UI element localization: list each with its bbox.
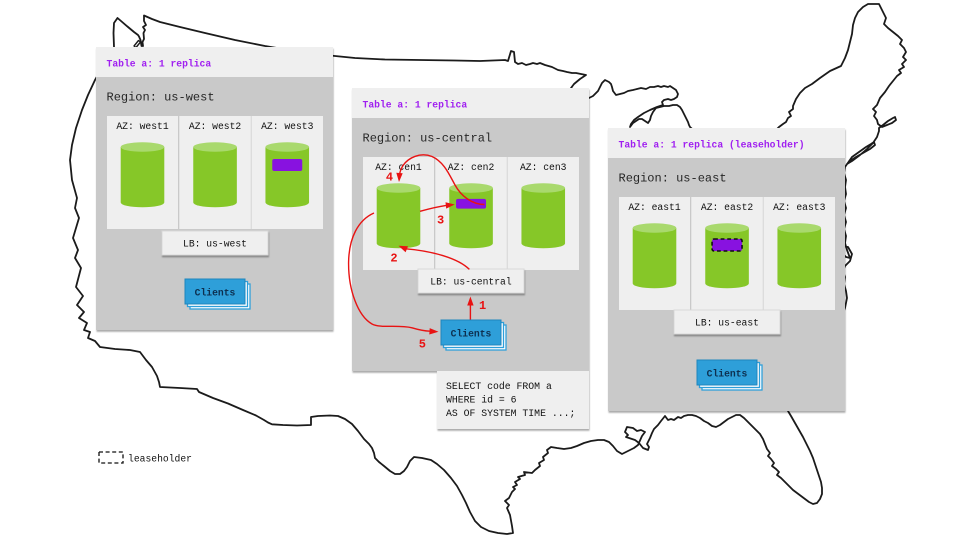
svg-text:WHERE id = 6: WHERE id = 6 [446, 395, 517, 406]
svg-text:AZ: west3: AZ: west3 [261, 121, 314, 132]
svg-text:Table a: 1 replica (leaseholde: Table a: 1 replica (leaseholder) [619, 140, 805, 151]
svg-text:AZ: cen2: AZ: cen2 [448, 162, 495, 173]
svg-text:LB: us-east: LB: us-east [695, 318, 759, 329]
svg-text:AZ: west1: AZ: west1 [116, 121, 169, 132]
svg-text:2: 2 [390, 252, 397, 266]
svg-text:Region: us-central: Region: us-central [363, 132, 493, 146]
svg-text:5: 5 [419, 338, 426, 352]
svg-text:Region: us-east: Region: us-east [619, 172, 727, 186]
svg-text:3: 3 [437, 214, 444, 228]
svg-text:4: 4 [386, 171, 393, 185]
svg-text:AZ: east2: AZ: east2 [701, 202, 754, 213]
svg-text:leaseholder: leaseholder [128, 454, 192, 465]
svg-text:AZ: cen1: AZ: cen1 [375, 162, 422, 173]
svg-text:AZ: east1: AZ: east1 [628, 202, 681, 213]
svg-text:AZ: west2: AZ: west2 [189, 121, 242, 132]
svg-text:Table a: 1 replica: Table a: 1 replica [107, 59, 212, 70]
svg-text:AZ: east3: AZ: east3 [773, 202, 826, 213]
svg-text:Table a: 1 replica: Table a: 1 replica [363, 100, 468, 111]
svg-text:Clients: Clients [707, 369, 748, 380]
svg-text:SELECT code FROM a: SELECT code FROM a [446, 381, 552, 392]
svg-text:Region: us-west: Region: us-west [107, 91, 215, 105]
svg-text:LB: us-west: LB: us-west [183, 239, 247, 250]
svg-text:1: 1 [479, 299, 486, 313]
svg-text:LB: us-central: LB: us-central [430, 277, 512, 288]
svg-text:Clients: Clients [195, 288, 236, 299]
svg-text:AZ: cen3: AZ: cen3 [520, 162, 567, 173]
svg-text:Clients: Clients [451, 329, 492, 340]
svg-text:AS OF SYSTEM TIME ...;: AS OF SYSTEM TIME ...; [446, 408, 575, 419]
